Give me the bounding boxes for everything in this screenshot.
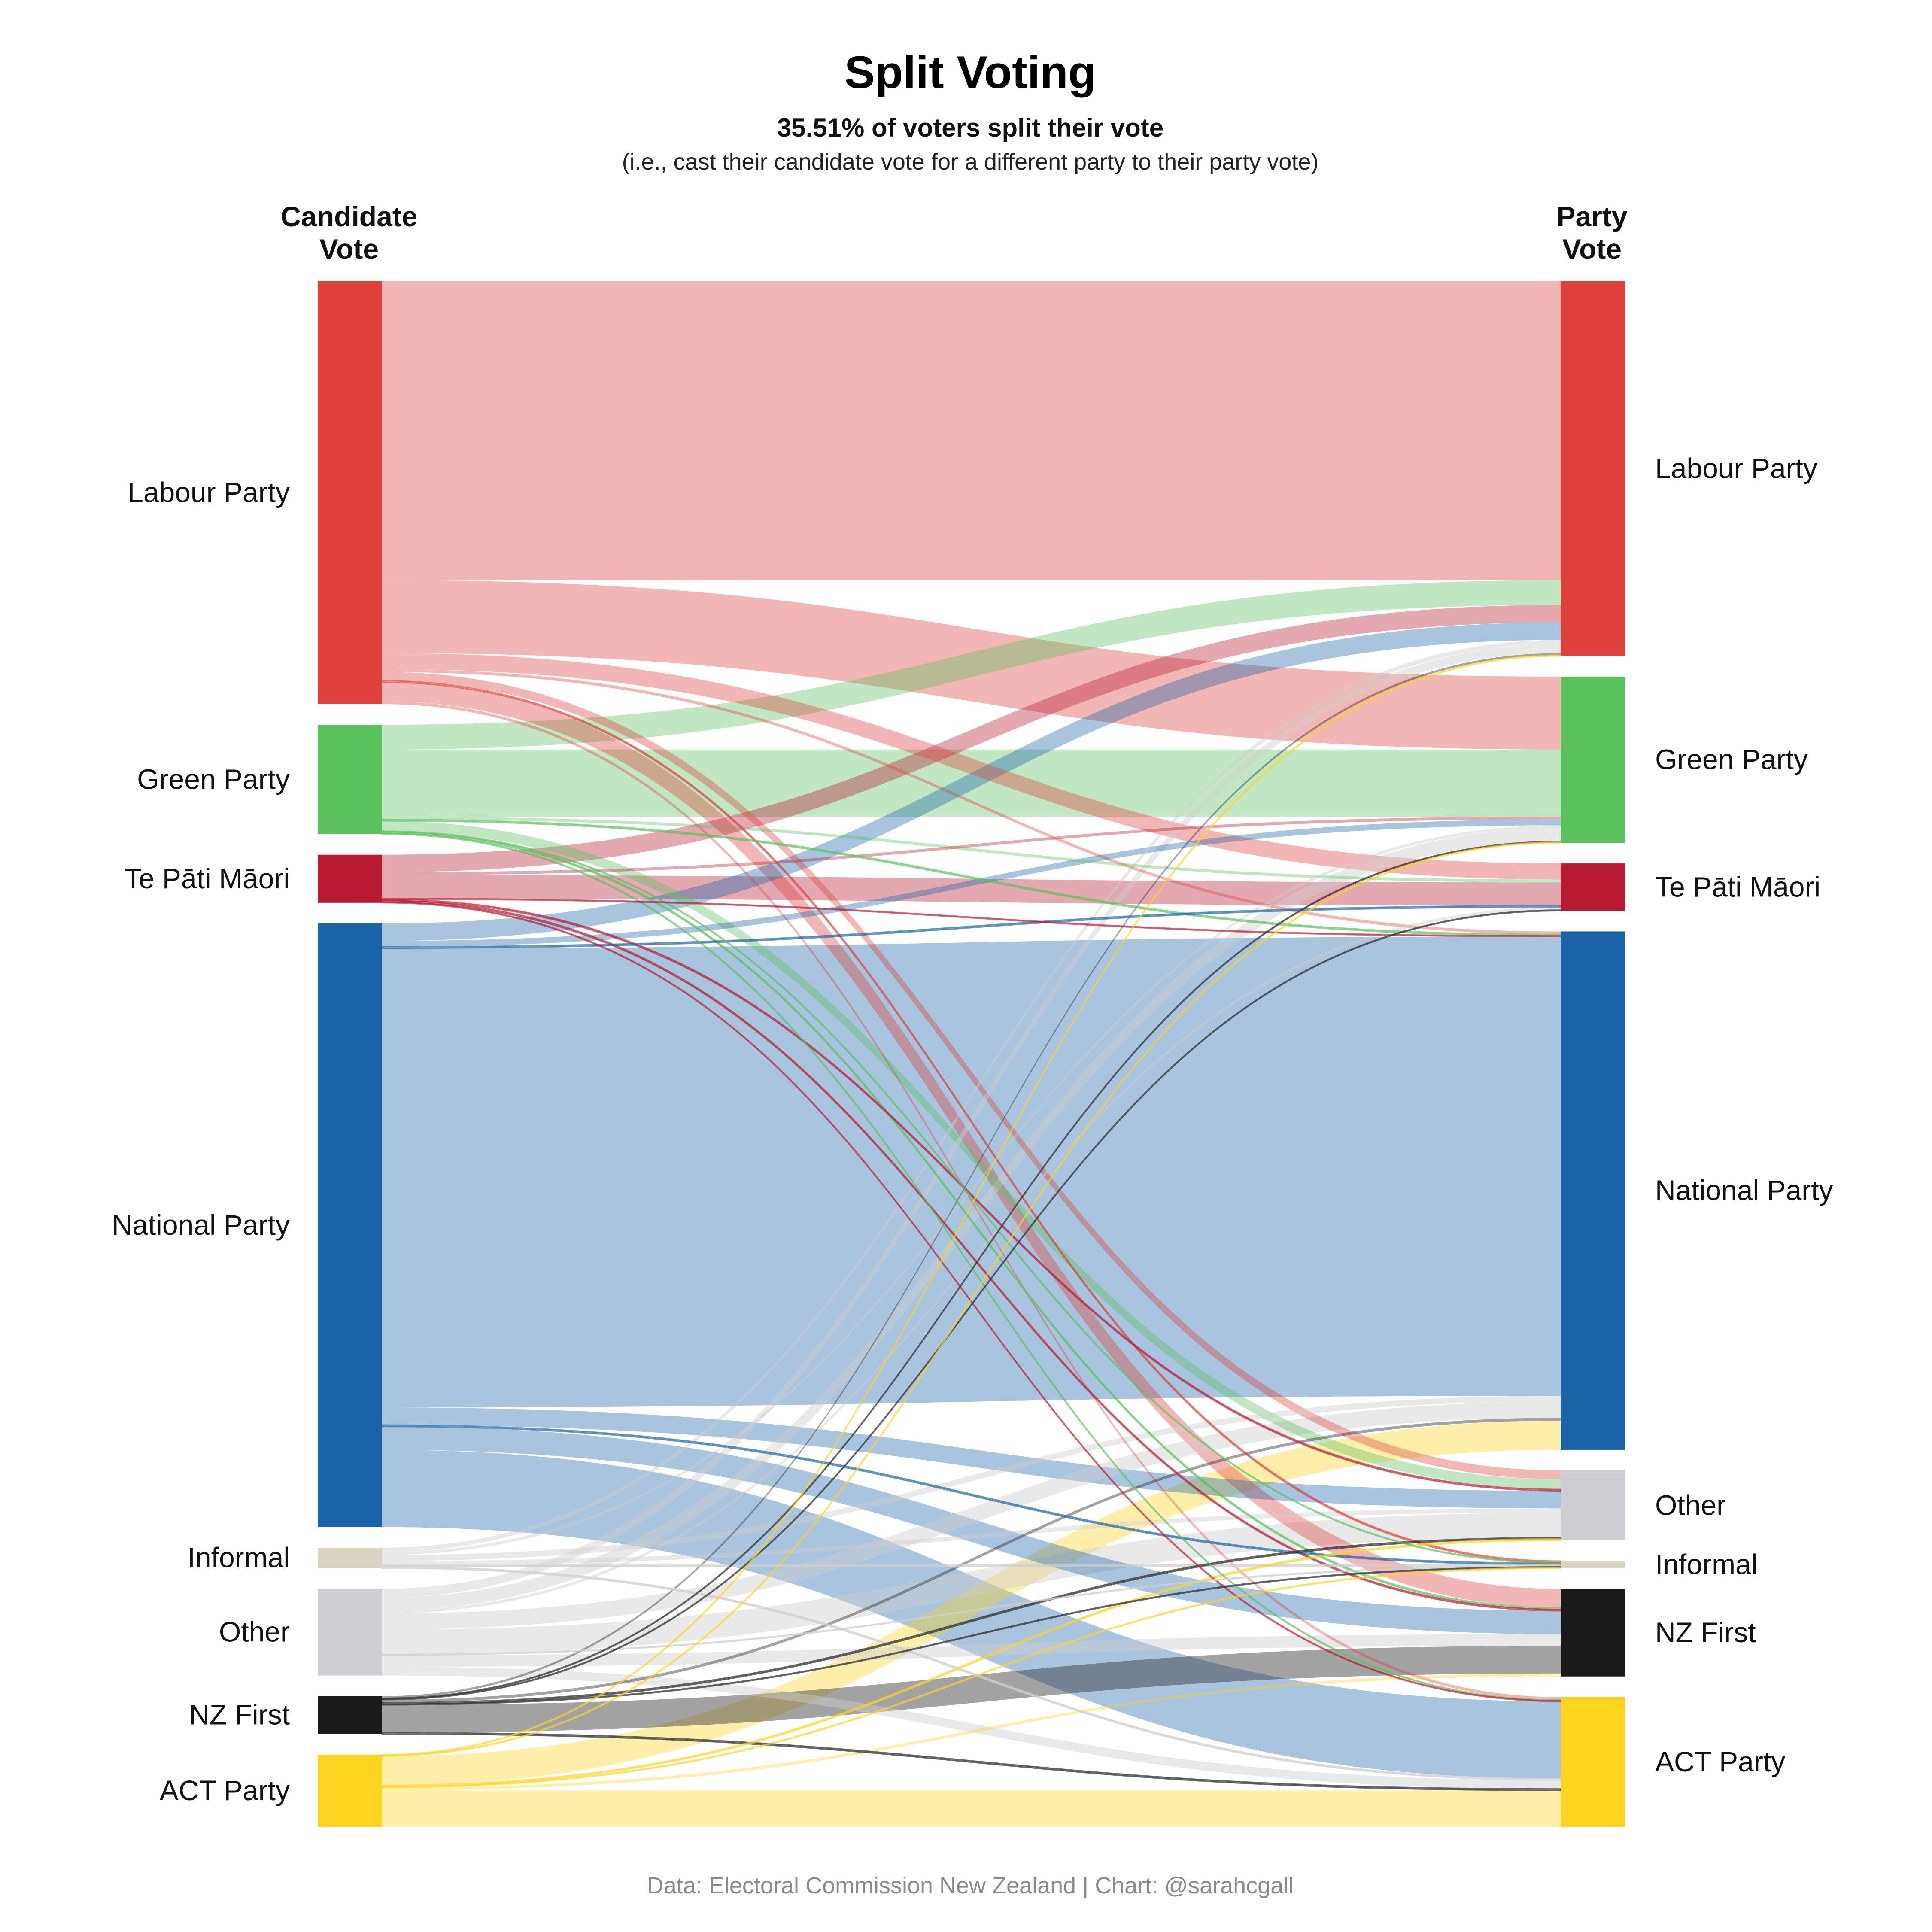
flow-act-party-to-green-party: [381, 841, 1561, 1757]
flow-other-to-national-party: [382, 1401, 1561, 1630]
left-node-te-pati-maori: [318, 854, 382, 903]
flow-informal-to-other: [382, 1508, 1561, 1565]
left-column-header-line2: Vote: [319, 233, 379, 265]
left-node-national-party: [318, 923, 382, 1527]
flow-green-party-to-labour-party: [382, 580, 1561, 750]
left-column-header-line1: Candidate: [280, 200, 417, 232]
right-node-label-national-party: National Party: [1655, 1174, 1833, 1206]
flow-labour-party-to-green-party: [382, 580, 1561, 750]
flow-other-to-act-party: [382, 1667, 1561, 1789]
left-node-label-labour-party: Labour Party: [128, 476, 290, 508]
right-node-other: [1561, 1470, 1625, 1540]
flow-national-party-to-national-party: [382, 936, 1561, 1408]
flow-labour-party-to-nz-first: [382, 682, 1561, 1608]
left-node-label-other: Other: [219, 1616, 290, 1648]
right-node-label-te-pati-maori: Te Pāti Māori: [1655, 871, 1820, 902]
chart-subtitle: 35.51% of voters split their vote: [777, 113, 1163, 142]
left-node-green-party: [318, 724, 382, 834]
left-node-informal: [318, 1547, 382, 1568]
flow-labour-party-to-labour-party: [382, 281, 1561, 580]
right-node-label-informal: Informal: [1655, 1548, 1757, 1580]
left-node-label-te-pati-maori: Te Pāti Māori: [125, 863, 290, 894]
right-node-act-party: [1561, 1697, 1625, 1827]
right-node-label-other: Other: [1655, 1489, 1726, 1521]
flow-nz-first-to-nz-first: [382, 1646, 1561, 1733]
flow-nz-first-to-national-party: [382, 1418, 1561, 1703]
left-node-nz-first: [318, 1696, 382, 1734]
flow-green-party-to-other: [382, 821, 1561, 1490]
flow-other-to-te-pati-maori: [382, 907, 1561, 1614]
flow-informal-to-labour-party: [382, 640, 1561, 1552]
flow-national-party-to-act-party: [382, 1449, 1561, 1779]
left-node-label-national-party: National Party: [112, 1209, 290, 1241]
right-node-te-pati-maori: [1561, 863, 1625, 911]
flow-green-party-to-green-party: [382, 749, 1561, 817]
right-node-national-party: [1561, 931, 1625, 1450]
flow-act-party-to-act-party: [382, 1790, 1561, 1827]
chart-title: Split Voting: [844, 46, 1096, 98]
flow-informal-to-national-party: [382, 1396, 1561, 1561]
left-node-label-green-party: Green Party: [137, 763, 290, 795]
right-node-nz-first: [1561, 1589, 1625, 1677]
left-node-labour-party: [318, 281, 382, 704]
flow-national-party-to-nz-first: [382, 1426, 1561, 1634]
flow-labour-party-to-other: [382, 672, 1561, 1479]
flow-national-party-to-other: [382, 1407, 1561, 1509]
flow-te-pati-maori-to-green-party: [382, 816, 1561, 875]
flow-te-pati-maori-to-labour-party: [382, 605, 1561, 872]
flow-labour-party-to-national-party: [382, 669, 1561, 935]
left-node-label-nz-first: NZ First: [189, 1699, 290, 1731]
left-node-act-party: [318, 1754, 382, 1827]
right-node-green-party: [1561, 676, 1625, 843]
flow-te-pati-maori-to-te-pati-maori: [382, 875, 1561, 906]
right-node-label-green-party: Green Party: [1655, 743, 1808, 775]
right-column-header-line1: Party: [1556, 200, 1627, 232]
flow-nz-first-to-labour-party: [382, 653, 1561, 1698]
flow-national-party-to-green-party: [382, 819, 1561, 947]
right-node-label-labour-party: Labour Party: [1655, 452, 1817, 484]
party-nodes: [318, 281, 1625, 1827]
data-source-caption: Data: Electoral Commission New Zealand |…: [647, 1873, 1294, 1899]
flow-informal-to-informal: [381, 1564, 1561, 1567]
left-node-label-act-party: ACT Party: [160, 1774, 290, 1806]
left-node-other: [318, 1589, 382, 1676]
flow-green-party-to-te-pati-maori: [382, 816, 1561, 883]
right-column-header-line2: Vote: [1562, 233, 1622, 265]
flow-links: [381, 281, 1561, 1827]
right-node-label-nz-first: NZ First: [1655, 1616, 1756, 1648]
flow-national-party-to-labour-party: [382, 622, 1561, 941]
flow-informal-to-green-party: [382, 825, 1561, 1555]
flow-labour-party-to-act-party: [382, 701, 1561, 1700]
right-node-label-act-party: ACT Party: [1655, 1746, 1785, 1777]
flow-act-party-to-informal: [381, 1567, 1561, 1788]
chart-note: (i.e., cast their candidate vote for a d…: [622, 149, 1319, 175]
flow-labour-party-to-te-pati-maori: [382, 653, 1561, 880]
flow-act-party-to-national-party: [382, 1420, 1561, 1786]
left-node-label-informal: Informal: [188, 1542, 290, 1574]
right-node-labour-party: [1561, 281, 1625, 656]
right-node-informal: [1561, 1561, 1625, 1568]
flow-act-party-to-nz-first: [382, 1673, 1561, 1791]
